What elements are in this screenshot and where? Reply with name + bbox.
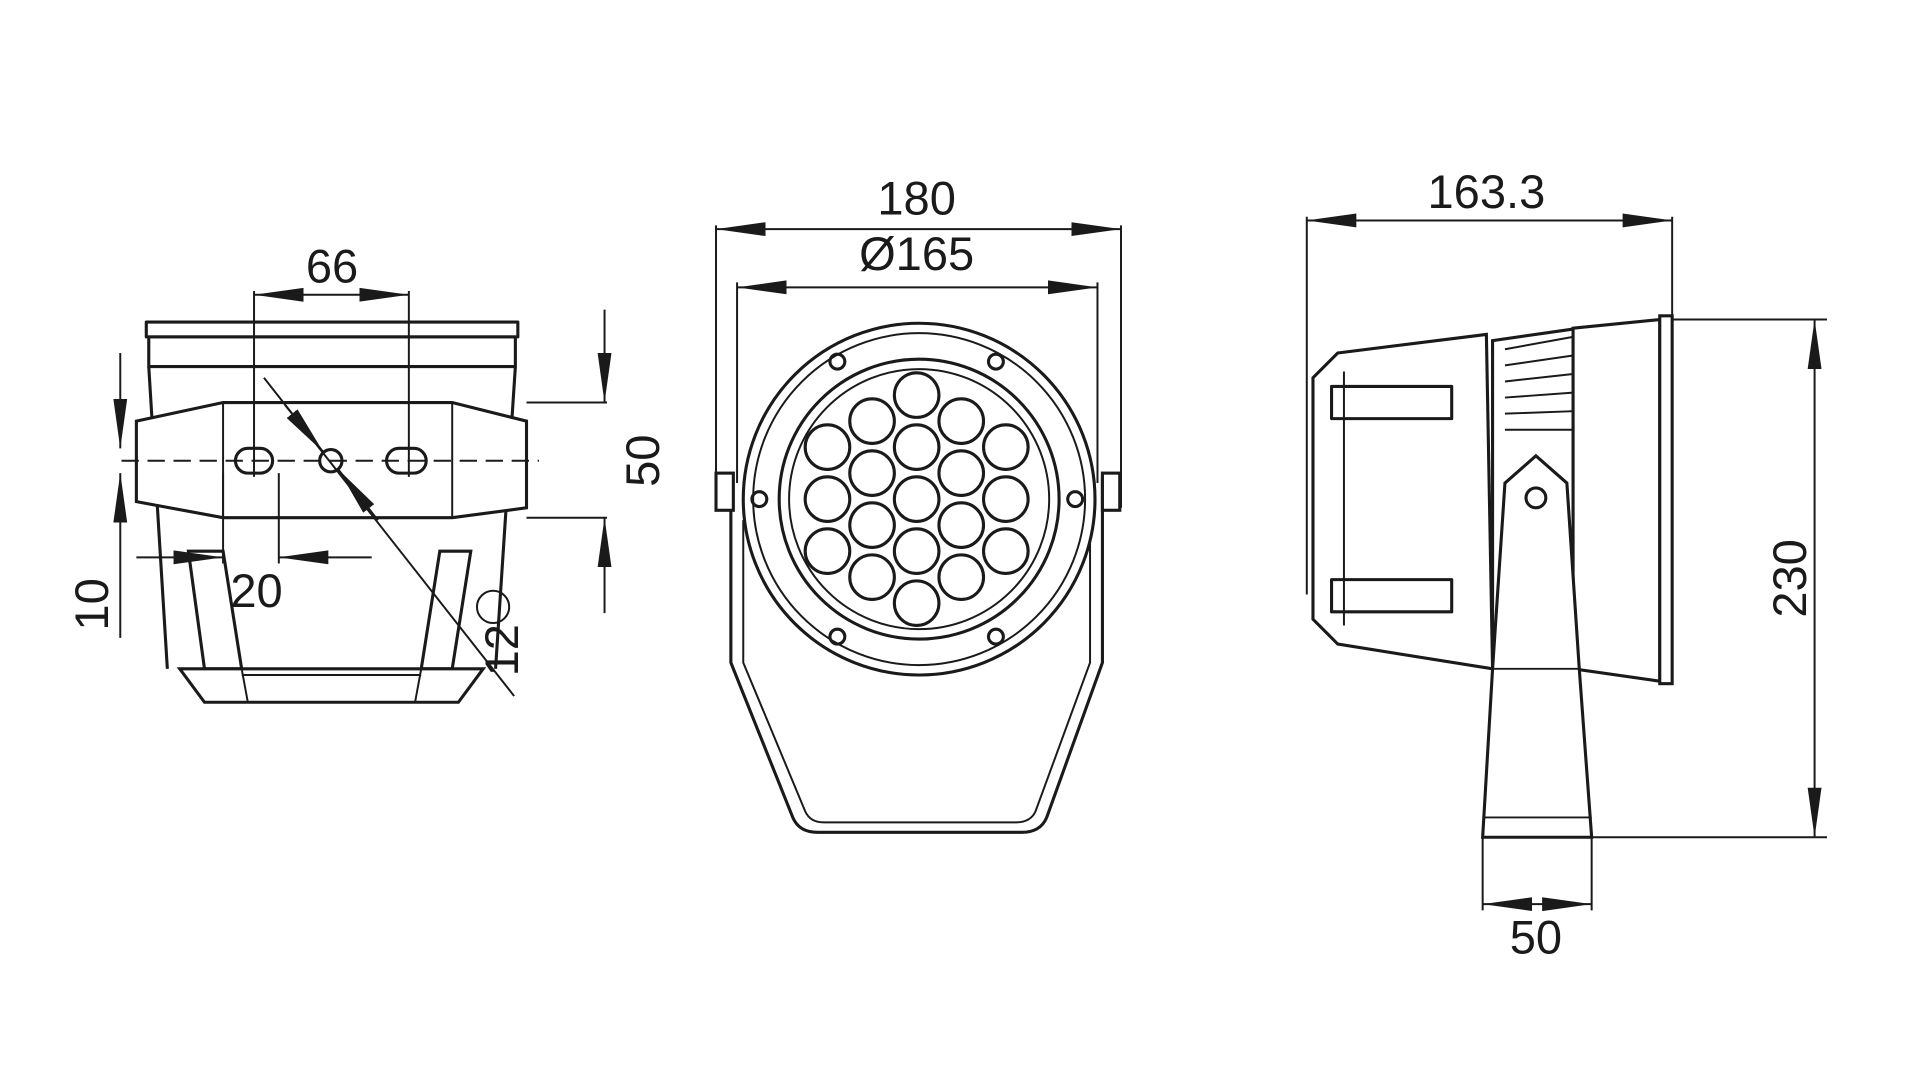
led (937, 397, 986, 445)
front-view: 180 Ø165 (714, 171, 1122, 834)
led (848, 449, 896, 497)
led (848, 501, 896, 549)
led (981, 423, 1030, 471)
led (937, 501, 986, 549)
led (848, 553, 896, 601)
led (803, 475, 852, 523)
dim-depth: 163.3 (1428, 165, 1546, 218)
dim-base: 50 (1510, 911, 1562, 964)
dim-hole: 12 (475, 624, 528, 676)
dim-slot: 10 (65, 578, 118, 630)
screw-icon (828, 627, 847, 646)
screw-icon (828, 352, 847, 371)
led (892, 475, 941, 523)
screw-icon (750, 490, 769, 509)
led (892, 527, 941, 575)
led (937, 553, 986, 601)
dim-height: 50 (616, 435, 669, 487)
screw-icon (986, 352, 1005, 371)
led (892, 579, 941, 628)
led (981, 527, 1030, 575)
screw-icon (1066, 490, 1085, 509)
dim-total-height: 230 (1763, 539, 1816, 617)
led (892, 423, 941, 471)
screw-icon (986, 627, 1005, 646)
led (803, 423, 852, 471)
led (937, 449, 986, 497)
profile-view: 163.3 230 50 (1305, 165, 1827, 964)
dim-bolt-spacing: 66 (306, 239, 358, 292)
led (803, 527, 852, 575)
dim-slot-length: 20 (230, 564, 282, 617)
dim-diameter: Ø165 (859, 227, 974, 280)
led (848, 397, 896, 445)
led (892, 371, 941, 419)
led (981, 475, 1030, 523)
side-view: 66 50 10 20 12 (65, 239, 669, 704)
dim-width: 180 (877, 171, 956, 224)
